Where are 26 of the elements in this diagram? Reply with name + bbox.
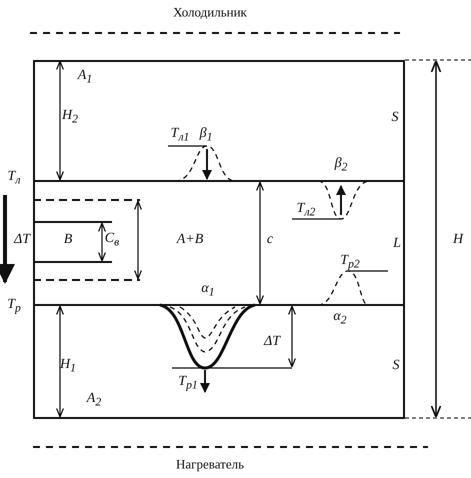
symbol-label: A+B bbox=[176, 233, 204, 247]
symbol-label: H bbox=[452, 233, 464, 247]
symbol-label: α$_{2}$ bbox=[333, 310, 347, 326]
symbol-label: T$_{p1}$ bbox=[178, 374, 198, 392]
symbol-label: H$_{2}$ bbox=[62, 108, 78, 126]
symbol-label: ΔT bbox=[14, 233, 30, 247]
symbol-label: S bbox=[392, 359, 400, 373]
symbol-label: β$_{1}$ bbox=[200, 126, 212, 144]
symbol-label: T$_{p2}$ bbox=[340, 254, 360, 270]
symbol-label: α$_{1}$ bbox=[201, 282, 215, 298]
symbol-label: S bbox=[392, 111, 398, 125]
symbol-label: T$_{л2}$ bbox=[296, 202, 316, 218]
symbol-label: β$_{2}$ bbox=[334, 156, 348, 174]
plate-label: Холодильник bbox=[173, 6, 247, 18]
symbol-label: T$_{p}$ bbox=[7, 298, 21, 314]
symbol-label: L bbox=[393, 237, 401, 251]
symbol-label: c bbox=[266, 233, 274, 247]
symbol-label: A$_{1}$ bbox=[78, 68, 92, 86]
symbol-label: T$_{л1}$ bbox=[170, 126, 190, 144]
symbol-label: A$_{2}$ bbox=[86, 392, 102, 408]
plate-label: Нагреватель bbox=[176, 458, 244, 470]
symbol-label: ΔT bbox=[264, 335, 280, 349]
symbol-label: T$_{л}$ bbox=[8, 170, 20, 186]
symbol-label: C$_{в}$ bbox=[104, 232, 120, 248]
symbol-label: B bbox=[64, 233, 72, 247]
symbol-label: H$_{1}$ bbox=[60, 358, 76, 374]
